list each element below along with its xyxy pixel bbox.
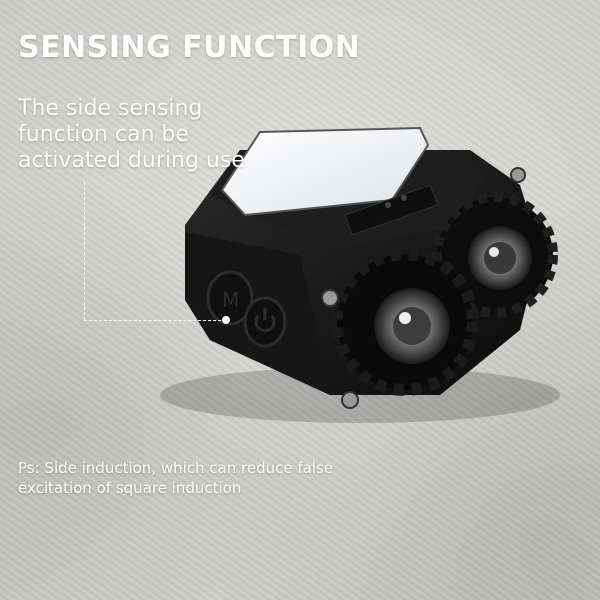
mode-button (206, 270, 254, 326)
screw (341, 391, 359, 409)
screw (510, 167, 526, 183)
center-rail (344, 184, 439, 236)
callout-dot (222, 316, 230, 324)
front-lens-housing (331, 248, 479, 396)
headline: SENSING FUNCTION (18, 30, 361, 65)
power-button (243, 296, 287, 348)
rear-lens-housing (432, 192, 558, 318)
power-icon (254, 315, 276, 333)
mode-button-label: M (222, 288, 239, 312)
feature-description: The side sensing function can be activat… (18, 96, 245, 173)
footnote: Ps: Side induction, which can reduce fal… (18, 459, 334, 497)
screw (321, 289, 339, 307)
callout-line-horizontal (84, 320, 226, 321)
rail-screw (385, 202, 391, 208)
cob-light-panel (220, 126, 430, 217)
callout-line-vertical (84, 182, 85, 320)
rail-screw (401, 195, 407, 201)
